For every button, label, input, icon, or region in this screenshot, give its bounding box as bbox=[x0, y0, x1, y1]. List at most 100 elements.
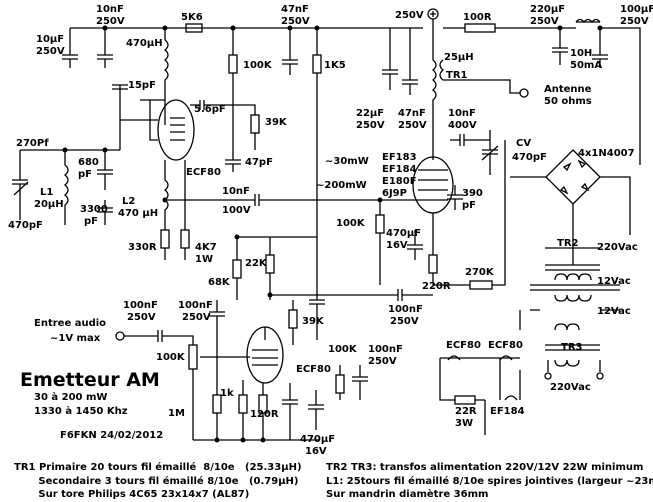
rectifier-label: 4x1N4007 bbox=[578, 148, 635, 159]
c-680p-line2: pF bbox=[78, 169, 92, 180]
page-title: Emetteur AM bbox=[20, 369, 160, 391]
note-tr1-primary: TR1 Primaire 20 tours fil émaillé 8/10e … bbox=[14, 461, 302, 473]
tr1-label: TR1 bbox=[446, 70, 468, 81]
c-10n-top-line1: 10nF bbox=[96, 4, 124, 15]
pa-tube-line4: ~200mW bbox=[316, 180, 367, 191]
c-47n-mid-line1: 47nF bbox=[398, 108, 426, 119]
cv-line2: 470pF bbox=[512, 152, 547, 163]
l1-line1: L1 bbox=[40, 187, 53, 198]
c-100n-left2-line1: 100nF bbox=[178, 300, 213, 311]
note-tr1-secondary: Secondaire 3 tours fil émaillé 8/10e (0.… bbox=[14, 475, 299, 487]
c-47p-label: 47pF bbox=[245, 157, 273, 168]
junction-dots bbox=[62, 25, 603, 443]
r-39k-bot-label: 39K bbox=[302, 316, 325, 327]
r-100r-label: 100R bbox=[463, 12, 492, 23]
l1-line2: 20µH bbox=[34, 199, 64, 210]
pa-tube-line3: EF184 bbox=[382, 164, 417, 175]
r-1m-label: 1M bbox=[168, 408, 185, 419]
c-47n-top-line1: 47nF bbox=[281, 4, 309, 15]
l-10h-line1: 10H bbox=[570, 48, 592, 59]
c-10n-top-line2: 250V bbox=[96, 16, 125, 27]
cv-line1: CV bbox=[516, 138, 531, 149]
r-22k-label: 22K bbox=[245, 258, 268, 269]
note-l1: L1: 25tours fil émaillé 8/10e spires joi… bbox=[326, 475, 653, 487]
l2-line1: L2 bbox=[122, 196, 135, 207]
supply-250v-label: 250V bbox=[395, 10, 424, 21]
tr2-secondary-label: 12Vac bbox=[597, 276, 631, 287]
r-100k-bot-label: 100K bbox=[328, 344, 358, 355]
c-10n-mid-line2: 100V bbox=[222, 205, 251, 216]
c-100n-bot-line2: 250V bbox=[368, 356, 397, 367]
r-100k-top-label: 100K bbox=[243, 60, 273, 71]
c-100n-left-line2: 250V bbox=[127, 312, 156, 323]
c-680p-line1: 680 bbox=[78, 157, 99, 168]
c-470p-left-label: 470pF bbox=[8, 220, 43, 231]
c-470u-bot-line1: 470µF bbox=[300, 434, 335, 445]
c-220u-line1: 220µF bbox=[530, 4, 565, 15]
osc-tube-label: ECF80 bbox=[186, 167, 221, 178]
c-47n-top-line2: 250V bbox=[281, 16, 310, 27]
mod-tube-label: ECF80 bbox=[296, 364, 331, 375]
c-100n-left-line1: 100nF bbox=[123, 300, 158, 311]
c-220u-line2: 250V bbox=[530, 16, 559, 27]
tr2-label: TR2 bbox=[557, 238, 579, 249]
c-22u-line2: 250V bbox=[356, 120, 385, 131]
author-date: F6FKN 24/02/2012 bbox=[60, 430, 163, 441]
c-3300p-line2: pF bbox=[84, 216, 98, 227]
pa-tube-line1: ~30mW bbox=[325, 156, 369, 167]
tr3-primary-label: 12Vac bbox=[597, 306, 631, 317]
r-1k5-label: 1K5 bbox=[324, 60, 346, 71]
l-10h-line2: 50mA bbox=[570, 60, 602, 71]
c-100u-top-line2: 250V bbox=[620, 16, 649, 27]
r-22r-line2: 3W bbox=[455, 418, 473, 429]
r-4k7-line2: 1W bbox=[195, 254, 213, 265]
c-10n-mid-line1: 10nF bbox=[222, 186, 250, 197]
note-l1-former: Sur mandrin diamètre 36mm bbox=[326, 488, 488, 500]
c-470u-bot-line2: 16V bbox=[305, 446, 327, 457]
c-100n-left2-line2: 250V bbox=[182, 312, 211, 323]
c-3300p-line1: 3300 bbox=[80, 204, 108, 215]
c-10n-400-line2: 400V bbox=[448, 120, 477, 131]
r-5k6-label: 5K6 bbox=[181, 12, 203, 23]
c-22u-line1: 22µF bbox=[356, 108, 384, 119]
c-100n-mid-line2: 250V bbox=[390, 316, 419, 327]
c-5p6-label: 5.6pF bbox=[194, 104, 226, 115]
c-100n-bot-line1: 100nF bbox=[368, 344, 403, 355]
r-39k-top-label: 39K bbox=[265, 117, 288, 128]
pot-100k-label: 100K bbox=[156, 352, 186, 363]
c-10u-top-line2: 250V bbox=[36, 46, 65, 57]
c-10u-top-line1: 10µF bbox=[36, 34, 64, 45]
c-270p-label: 270Pf bbox=[16, 138, 49, 149]
spec-frequency: 1330 à 1450 Khz bbox=[34, 405, 128, 417]
r-4k7-line1: 4K7 bbox=[195, 242, 217, 253]
r-1k-label: 1k bbox=[220, 388, 234, 399]
pa-tube-line2: EF183 bbox=[382, 152, 417, 163]
c-390p-line2: pF bbox=[462, 200, 476, 211]
supply-tube-a-label: ECF80 bbox=[446, 340, 481, 351]
r-100k-mid-label: 100K bbox=[336, 218, 366, 229]
pa-tube-line5: E180F bbox=[382, 176, 417, 187]
c-15p-label: 15pF bbox=[128, 80, 156, 91]
l-470u-label: 470µH bbox=[126, 38, 163, 49]
l-25u-label: 25µH bbox=[444, 52, 474, 63]
r-220-label: 220R bbox=[422, 281, 451, 292]
c-390p-line1: 390 bbox=[462, 188, 483, 199]
c-470u-mid-line2: 16V bbox=[386, 240, 408, 251]
r-22r-line1: 22R bbox=[455, 406, 477, 417]
tr2-primary-label: 220Vac bbox=[597, 242, 638, 253]
c-100n-mid-line1: 100nF bbox=[388, 304, 423, 315]
supply-tube-c-label: EF184 bbox=[490, 406, 525, 417]
input-line1: Entree audio bbox=[34, 318, 106, 329]
wiring bbox=[12, 8, 641, 441]
l2-line2: 470 µH bbox=[118, 208, 158, 219]
antenna-line1: Antenne bbox=[544, 84, 592, 95]
supply-tube-b-label: ECF80 bbox=[488, 340, 523, 351]
spec-power: 30 à 200 mW bbox=[34, 391, 107, 403]
r-120r-label: 120R bbox=[250, 409, 279, 420]
r-330-label: 330R bbox=[128, 242, 157, 253]
c-470u-mid-line1: 470µF bbox=[386, 228, 421, 239]
tr3-label: TR3 bbox=[561, 342, 583, 353]
r-270k-label: 270K bbox=[465, 267, 495, 278]
r-68k-label: 68K bbox=[208, 277, 231, 288]
